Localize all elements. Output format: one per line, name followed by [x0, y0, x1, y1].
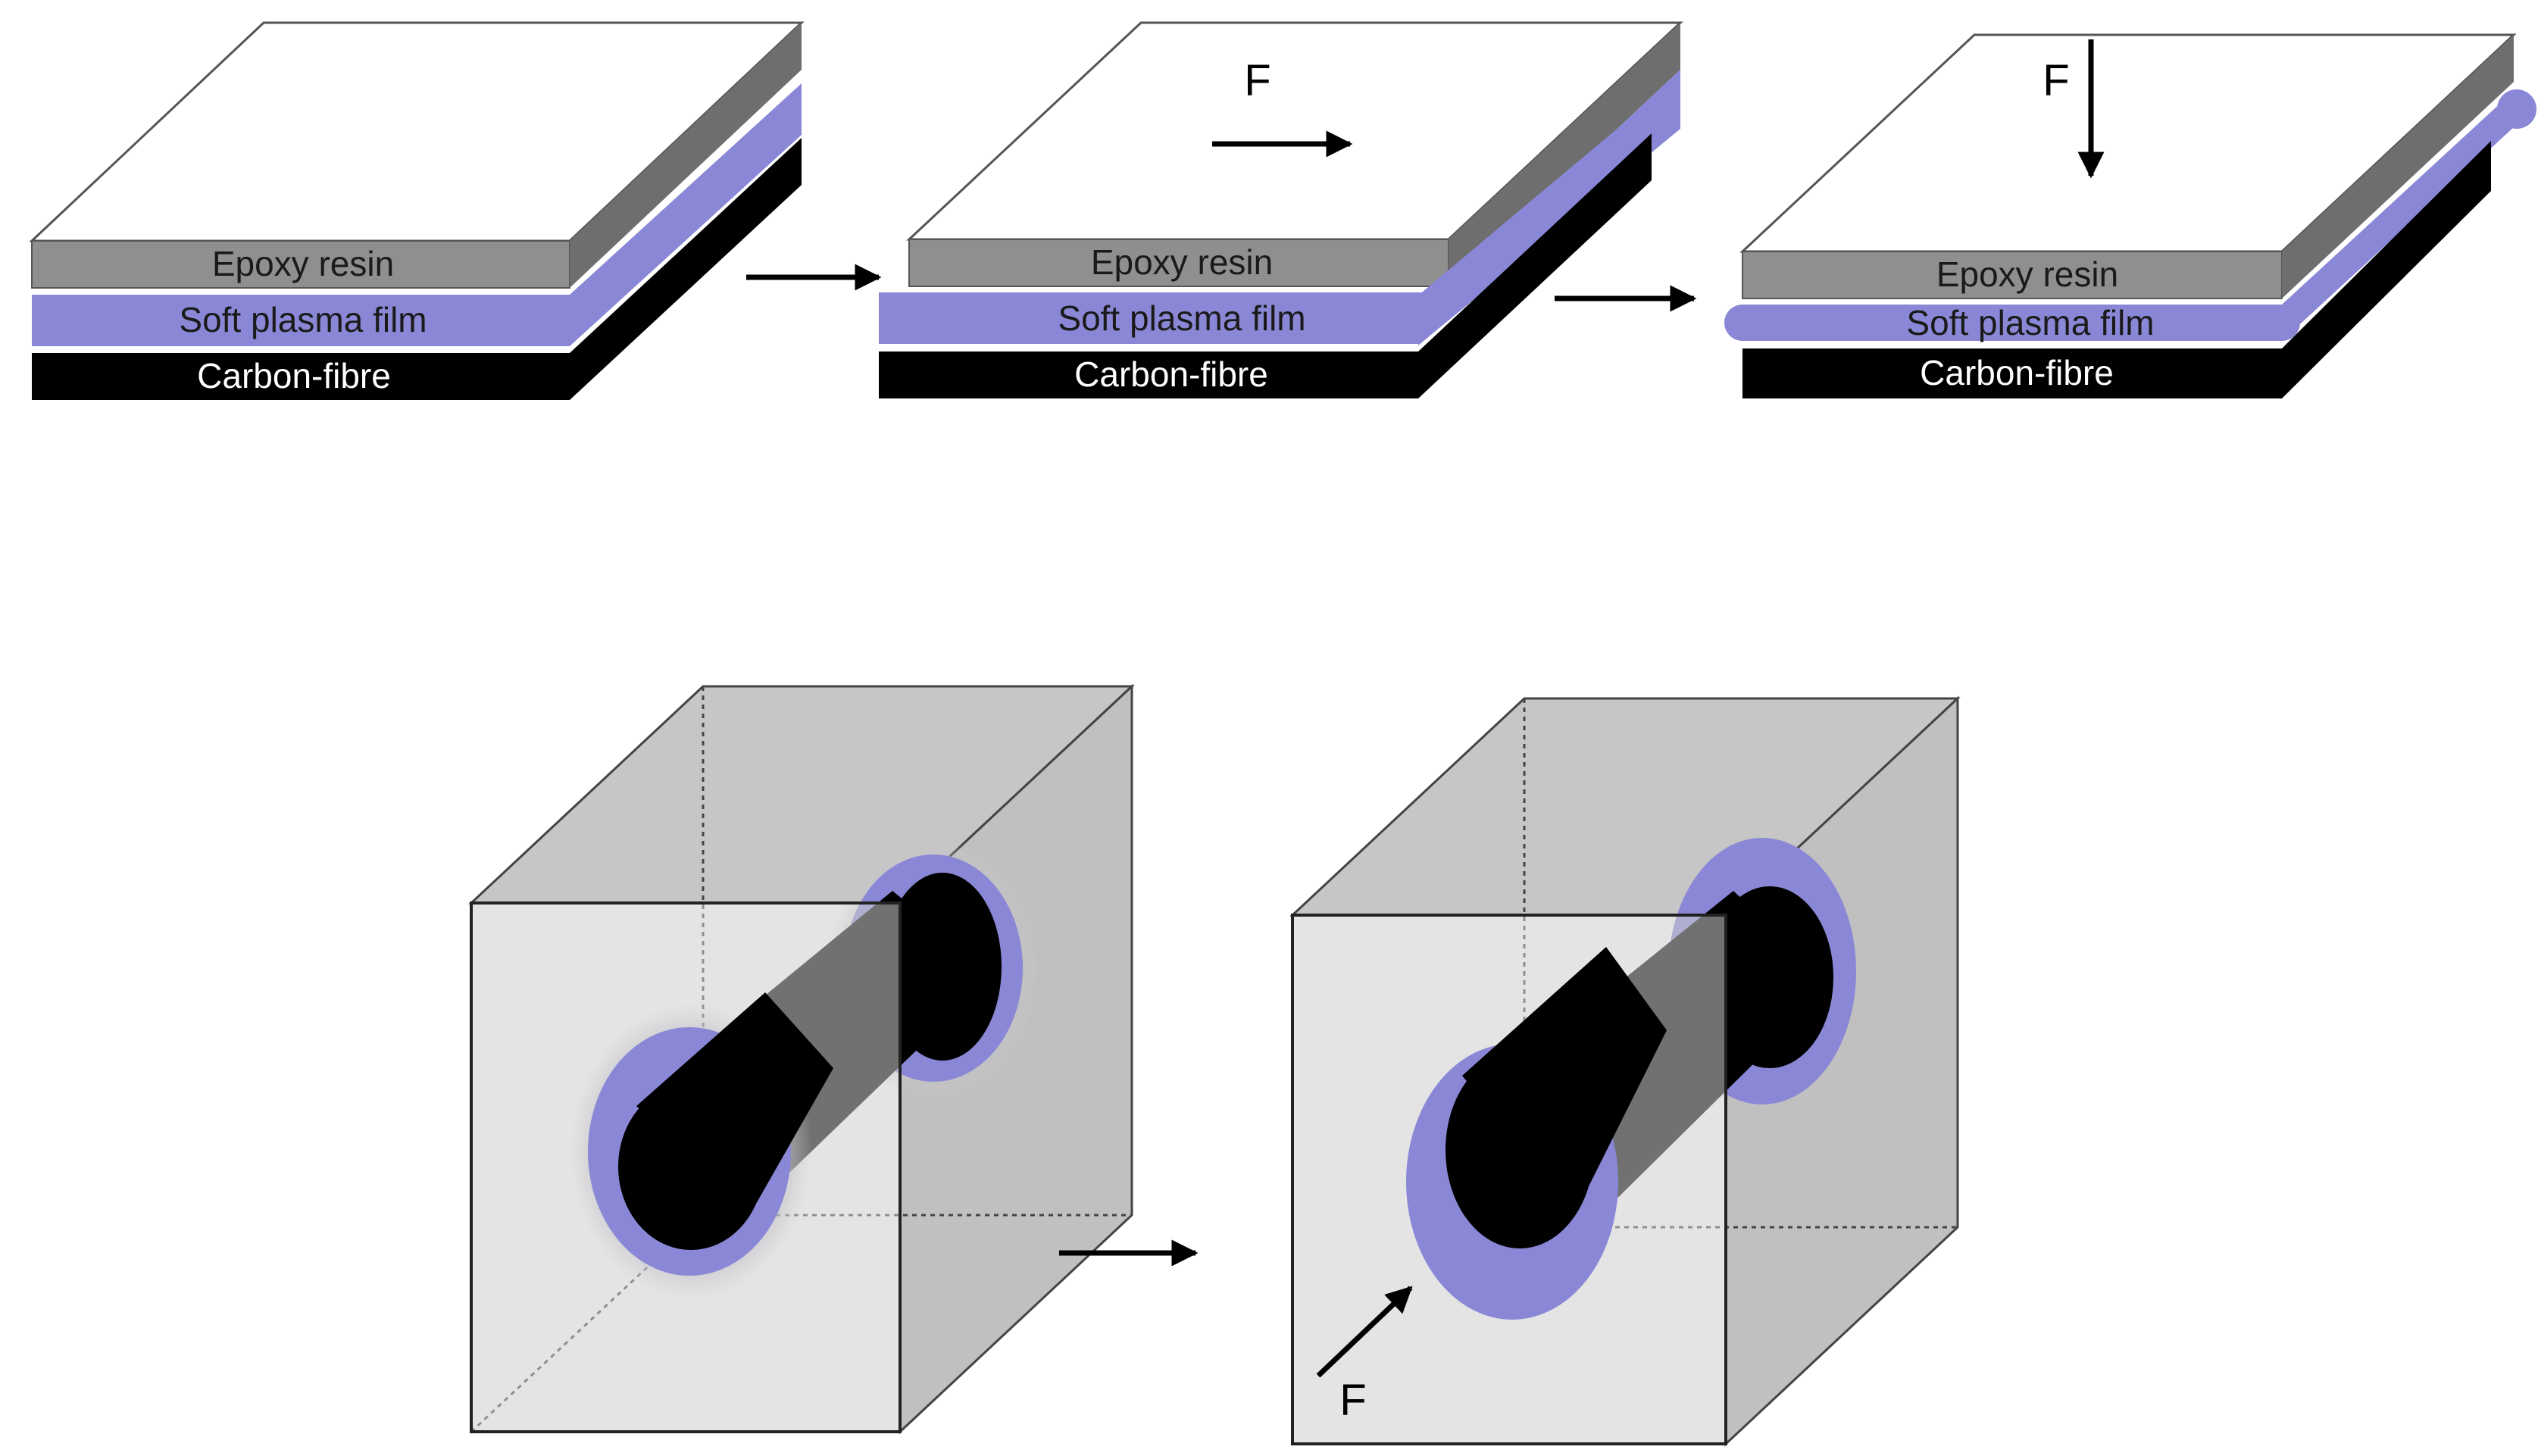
force-label: F [2042, 56, 2069, 105]
carbon-fibre-rod-back-end [1706, 886, 1833, 1068]
plasma-film-layer [1724, 305, 2300, 341]
carbon-fibre-label: Carbon-fibre [1920, 353, 2114, 392]
epoxy-resin-layer [31, 240, 570, 289]
force-label: F [1244, 56, 1270, 105]
plasma-film-body [879, 292, 1418, 344]
carbon-fibre-rod-front [636, 992, 833, 1220]
carbon-fibre-label: Carbon-fibre [1074, 355, 1268, 394]
carbon-fibre-side [570, 138, 802, 400]
diagonal-force-arrow [1316, 1286, 1413, 1378]
plasma-film-side [570, 83, 802, 346]
carbon-fibre-label: Carbon-fibre [197, 356, 391, 395]
fibre-block-1 [468, 683, 1135, 1435]
laminate-panel-3: Epoxy resin Soft plasma film Carbon-fibr… [1724, 33, 2536, 398]
plasma-film-edge-curve [1418, 70, 1680, 345]
epoxy-resin-label: Epoxy resin [212, 244, 394, 283]
carbon-fibre-side [2282, 141, 2491, 398]
plasma-film-left-bulge [878, 292, 924, 344]
laminate-panel-2: Epoxy resin Soft plasma film Carbon-fibr… [878, 21, 1683, 398]
carbon-fibre-side [1418, 133, 1652, 398]
plasma-film-label: Soft plasma film [179, 300, 427, 339]
force-label: F [1339, 1376, 1366, 1425]
carbon-fibre-layer [32, 353, 570, 400]
carbon-fibre-rod-front [1462, 947, 1667, 1212]
fibre-block-2: F [1289, 695, 1961, 1447]
carbon-fibre-rod-back-end [883, 873, 1002, 1061]
laminate-panel-1: Epoxy resin Soft plasma film Carbon-fibr… [29, 21, 805, 400]
epoxy-resin-layer [1742, 251, 2283, 299]
plasma-film-side-bulge [2497, 89, 2536, 129]
epoxy-resin-label: Epoxy resin [1936, 255, 2118, 294]
carbon-fibre-layer [1742, 348, 2282, 398]
epoxy-resin-side [2282, 35, 2514, 298]
plasma-film-layer [32, 295, 570, 346]
epoxy-resin-side [570, 23, 802, 288]
plasma-film-label: Soft plasma film [1906, 303, 2154, 342]
epoxy-resin-label: Epoxy resin [1091, 242, 1273, 282]
carbon-fibre-layer [879, 352, 1418, 398]
plasma-film-side [2282, 91, 2514, 341]
epoxy-resin-side [1449, 23, 1680, 286]
plasma-film-label: Soft plasma film [1058, 298, 1305, 338]
